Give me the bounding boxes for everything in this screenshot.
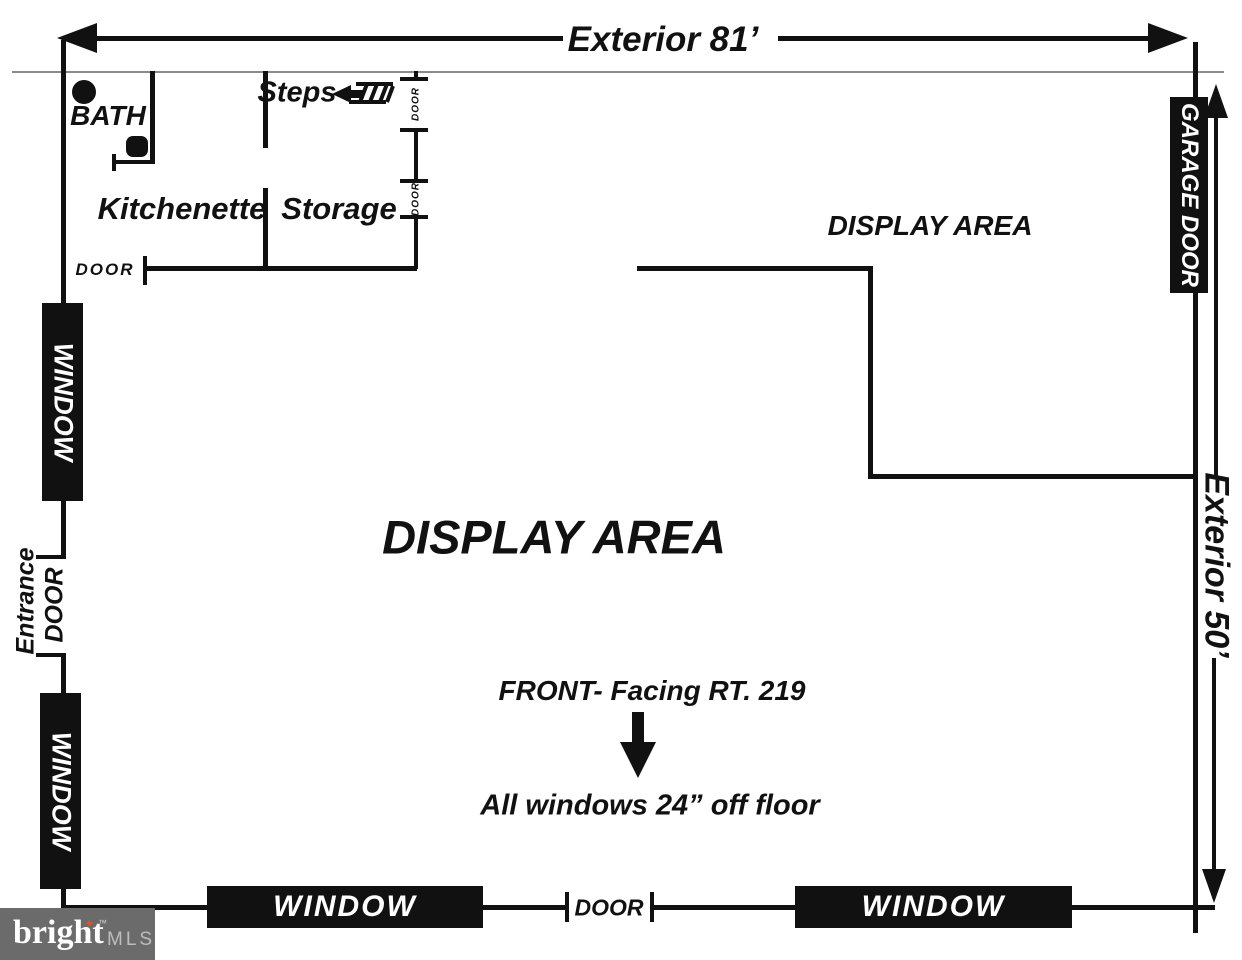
arrow-right-icon (1148, 23, 1188, 53)
logo-brand-text: bright (13, 914, 104, 951)
storage-door-tick-3 (400, 179, 428, 183)
storage-bottom-wall (143, 266, 417, 271)
window-left-upper: WINDOW (42, 303, 83, 501)
top-dimension-line-left (95, 36, 563, 41)
garage-door-label: GARAGE DOOR (1176, 102, 1203, 288)
display-area-main-label: DISPLAY AREA (382, 510, 726, 564)
window-front-right-label: WINDOW (861, 890, 1006, 923)
window-front-right: WINDOW (795, 886, 1072, 928)
window-front-left-label: WINDOW (273, 890, 417, 923)
entrance-door-tick-bottom (36, 653, 66, 657)
toilet-icon (72, 80, 96, 104)
garage-door: GARAGE DOOR (1170, 97, 1208, 293)
bath-door-tick (112, 154, 116, 171)
display-area-upper-label: DISPLAY AREA (827, 210, 1033, 241)
bath-right-wall (150, 71, 155, 164)
steps-label: Steps (257, 76, 337, 109)
logo-suffix-text: MLS (107, 929, 156, 950)
storage-label: Storage (281, 191, 397, 226)
storage-door-tick-1 (400, 77, 428, 81)
bath-label: BATH (70, 100, 146, 131)
kitchenette-divider-upper (263, 71, 268, 148)
partition-wall-vertical (868, 266, 873, 479)
entrance-door-label: DOOR (40, 567, 69, 643)
window-left-upper-label: WINDOW (48, 342, 78, 462)
entrance-door-tick-top (36, 555, 66, 559)
top-dimension-line-right (778, 36, 1150, 41)
left-wall-upper (61, 40, 66, 557)
partition-wall-top (637, 266, 871, 271)
storage-upper-door-label: DOOR (410, 87, 422, 121)
right-dimension-line-upper (1214, 116, 1218, 476)
sink-icon (126, 136, 148, 157)
logo-star-icon: ✦ (84, 916, 95, 931)
storage-right-wall-a (414, 71, 418, 79)
windows-height-note: All windows 24” off floor (480, 789, 820, 822)
logo-trademark: ™ (98, 918, 107, 928)
exterior-reference-line (12, 71, 1224, 73)
steps-icon (332, 82, 395, 104)
front-door-tick-left (565, 892, 569, 922)
window-left-lower: WINDOW (40, 693, 81, 889)
right-wall (1193, 42, 1198, 933)
right-dimension-line-lower (1212, 658, 1216, 869)
window-left-lower-label: WINDOW (46, 731, 76, 851)
window-front-left: WINDOW (207, 886, 483, 928)
entrance-label: Entrance (11, 547, 40, 655)
kitchenette-door-tick (143, 256, 147, 285)
front-direction-arrow-stem (632, 712, 644, 744)
front-direction-arrow-icon (620, 742, 656, 778)
storage-right-wall-b (414, 130, 418, 181)
partition-wall-bottom (868, 474, 1195, 479)
bath-bottom-wall (113, 160, 155, 164)
storage-lower-door-label: DOOR (410, 182, 422, 216)
kitchenette-label: Kitchenette (97, 191, 267, 226)
front-door-tick-right (650, 892, 654, 922)
arrow-up-icon (1204, 84, 1228, 118)
kitchenette-door-label: DOOR (75, 260, 135, 279)
brightmls-logo: bright ✦ ™ MLS (0, 908, 155, 960)
front-facing-note: FRONT- Facing RT. 219 (498, 675, 806, 706)
kitchenette-divider-lower (263, 188, 268, 270)
right-dimension-label: Exterior 50’ (1197, 472, 1236, 658)
arrow-down-icon (1202, 869, 1226, 903)
front-door-label: DOOR (574, 894, 644, 921)
top-dimension-label: Exterior 81’ (567, 20, 759, 59)
storage-right-wall-c (414, 217, 418, 269)
